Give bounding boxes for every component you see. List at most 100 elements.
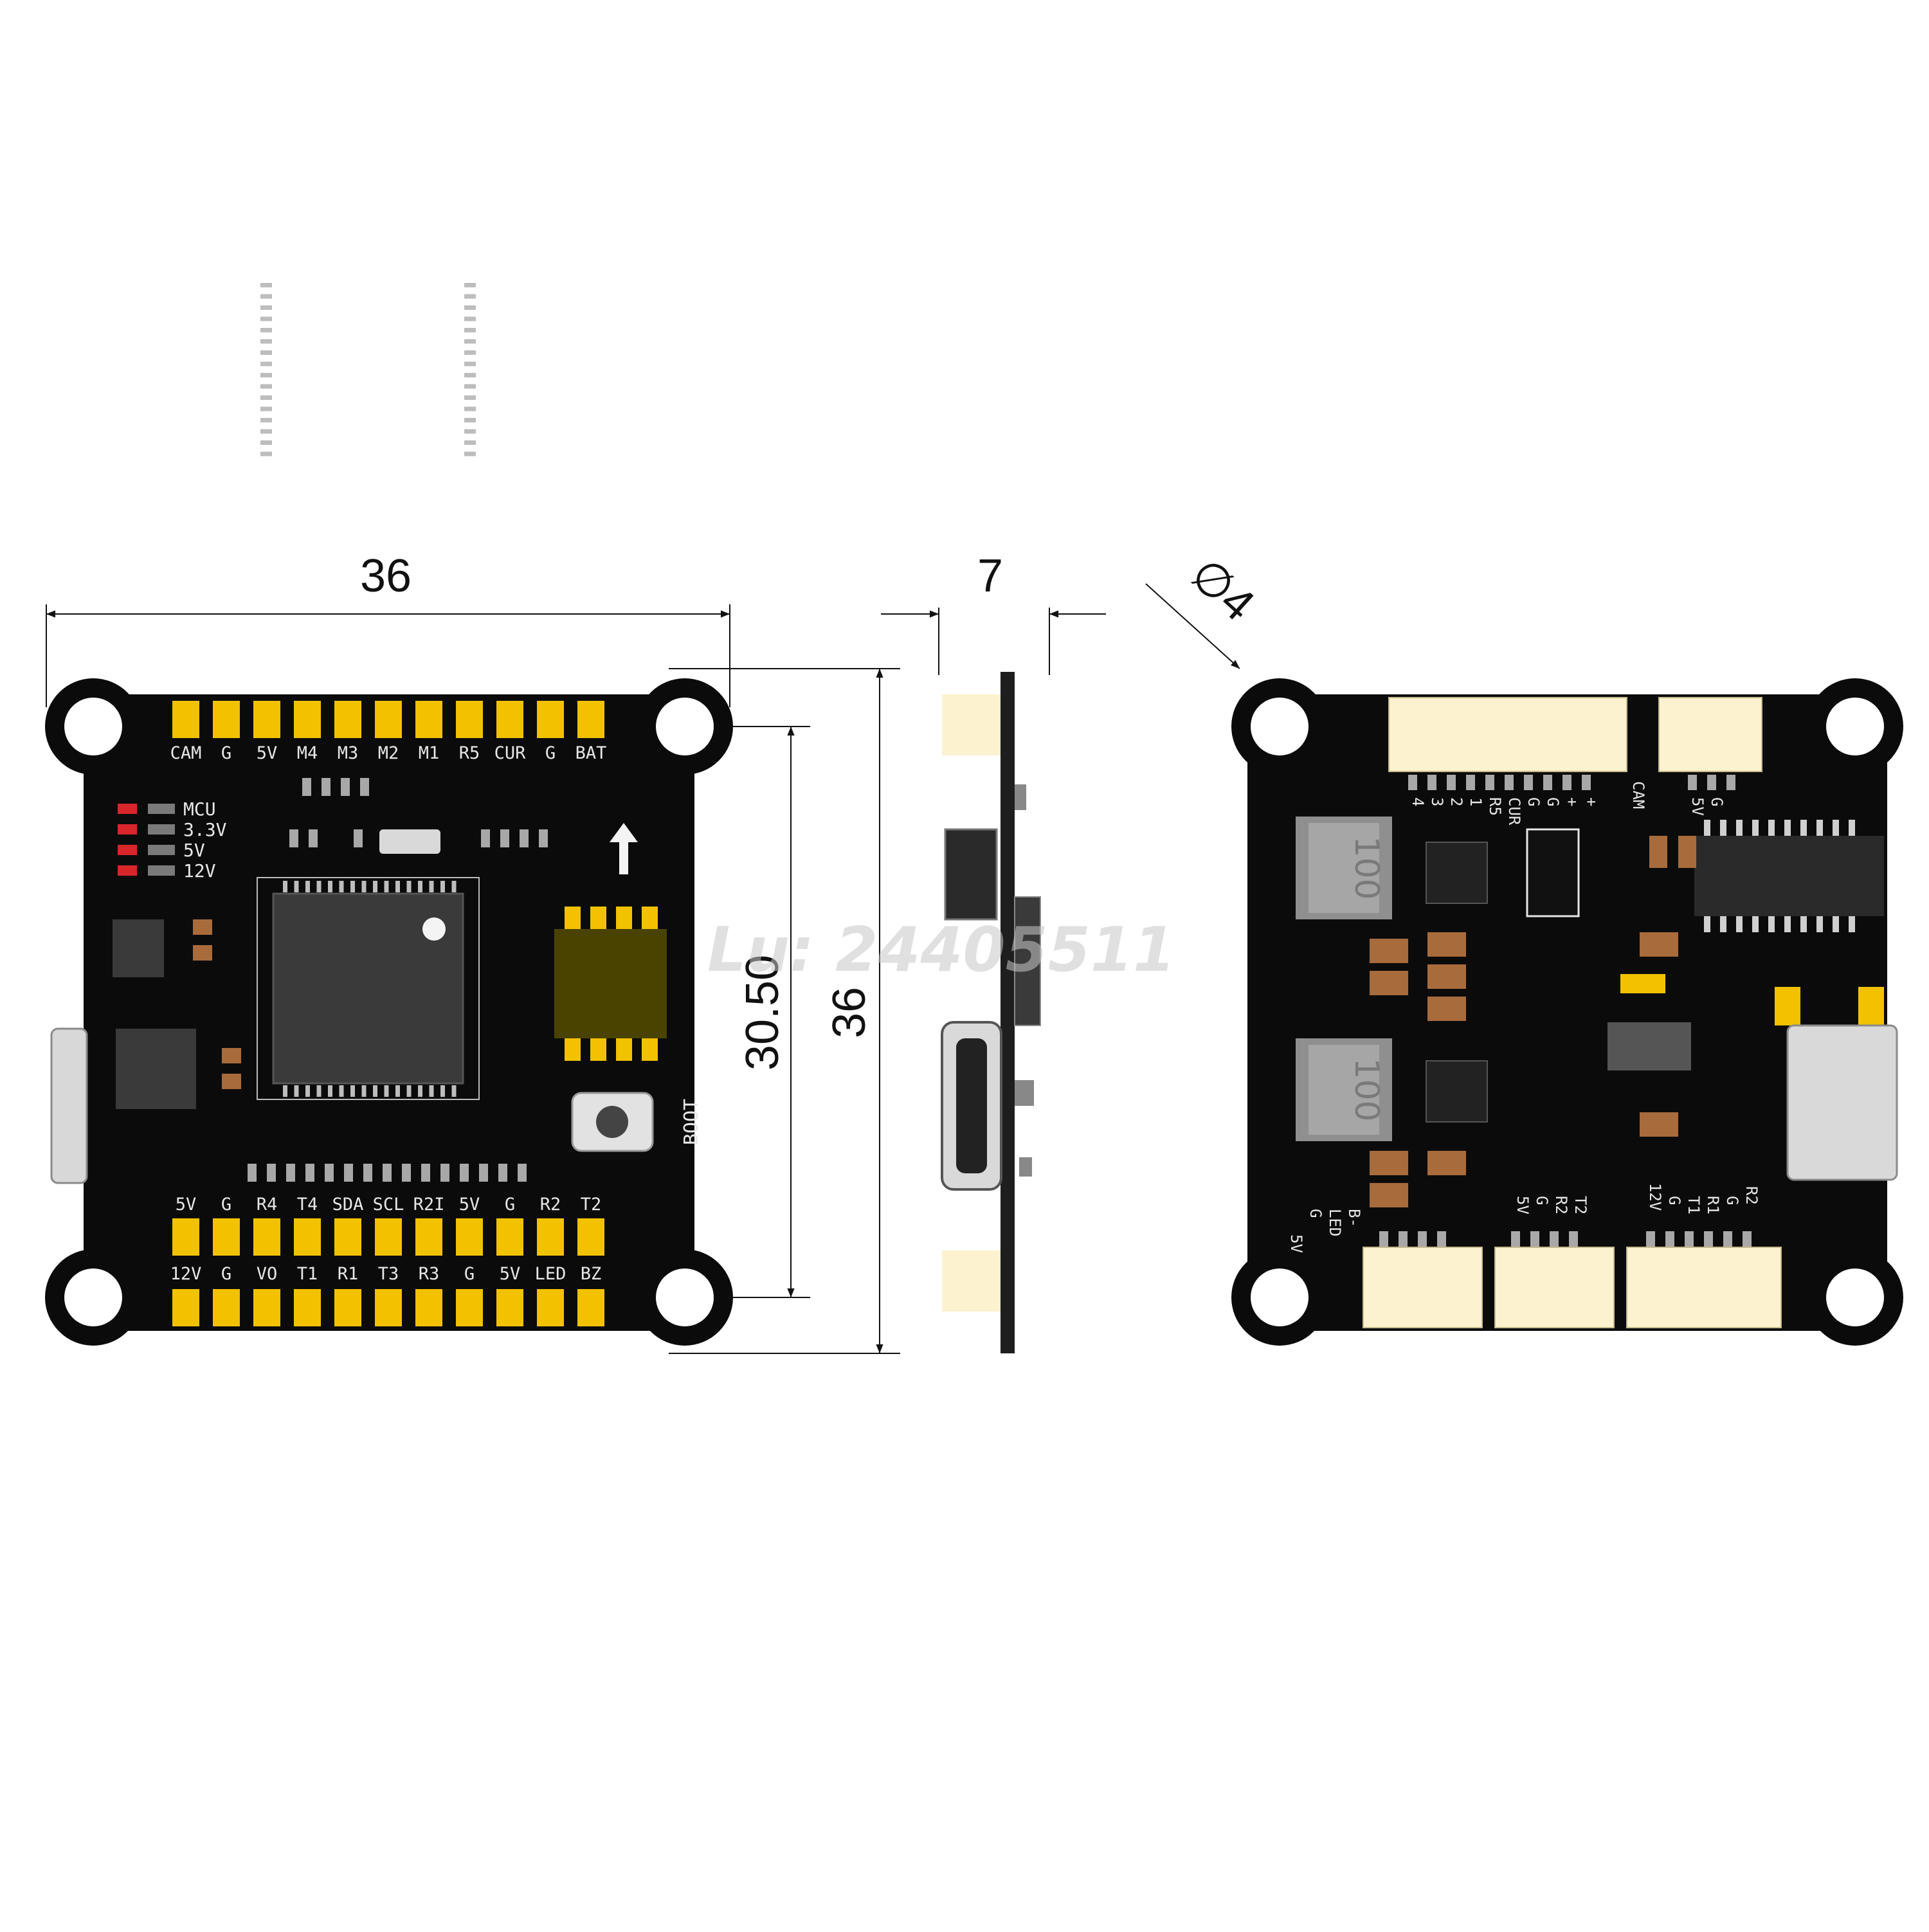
pad-label-5v: 5V [257, 743, 278, 763]
boot-label: BOOT [680, 1099, 703, 1145]
dimension-height: 36 [669, 668, 900, 1354]
led-label-3v3: 3.3V [183, 819, 227, 840]
ldo-chip [1608, 1022, 1691, 1070]
flash-chip [554, 907, 667, 1061]
gyro-chip [113, 919, 164, 977]
bottom-connector-right [1626, 1247, 1782, 1328]
svg-text:G: G [1525, 797, 1543, 806]
front-small-components [193, 778, 548, 1089]
svg-text:G: G [1307, 1209, 1325, 1218]
watermark: Lu: 24405511 [707, 915, 1175, 986]
svg-text:12V: 12V [170, 1264, 202, 1284]
top-connector-right-labels: CAM 5V G [1629, 781, 1726, 816]
svg-text:R1: R1 [338, 1264, 359, 1284]
svg-text:T3: T3 [378, 1264, 399, 1284]
mcu-pins [260, 283, 476, 1097]
svg-text:5V: 5V [176, 1195, 197, 1214]
bottom-connector-mid [1494, 1247, 1615, 1328]
side-chip [944, 828, 998, 921]
inductor-1-label: 100 [1347, 836, 1386, 899]
svg-text:CAM: CAM [1629, 781, 1647, 809]
svg-text:R2I: R2I [413, 1195, 445, 1214]
pad-label-r5: R5 [459, 743, 480, 763]
bottom-connector-left [1363, 1247, 1483, 1328]
svg-text:B-: B- [1345, 1209, 1363, 1227]
svg-text:SCL: SCL [373, 1195, 404, 1214]
top-pad-labels: CAM G 5V M4 M3 M2 M1 R5 CUR G BAT [170, 743, 607, 763]
pad-label-g: G [221, 743, 231, 763]
back-view-board: 4 3 2 1 R5 CUR G G + + CAM 5V G 100 100 [1231, 678, 1903, 1346]
side-connector-bottom [942, 1250, 1003, 1312]
inductor-1: 100 [1296, 817, 1392, 919]
svg-text:T2: T2 [1571, 1196, 1589, 1214]
svg-text:5V: 5V [1287, 1234, 1305, 1253]
svg-text:+: + [1563, 797, 1581, 806]
svg-text:R2: R2 [1743, 1186, 1761, 1205]
boot-button: BOOT [571, 1092, 703, 1152]
svg-text:SDA: SDA [332, 1195, 364, 1214]
led-label-5v: 5V [183, 840, 205, 861]
svg-text:R5: R5 [1486, 797, 1504, 816]
osd-chip [1694, 836, 1884, 916]
back-capacitors [1370, 836, 1884, 1207]
bottom-pad-row-1 [172, 1218, 604, 1256]
svg-text:LED: LED [1326, 1209, 1344, 1236]
svg-text:R3: R3 [419, 1264, 440, 1284]
svg-text:T1: T1 [297, 1264, 318, 1284]
pad-label-m3: M3 [338, 743, 359, 763]
svg-text:5V: 5V [1514, 1196, 1532, 1214]
svg-text:R2: R2 [540, 1195, 561, 1214]
svg-text:VO: VO [257, 1264, 278, 1284]
pad-label-m2: M2 [378, 743, 399, 763]
svg-text:5V: 5V [1689, 797, 1707, 816]
svg-text:R1: R1 [1704, 1196, 1722, 1214]
status-leds [118, 804, 175, 876]
pad-label-bat: BAT [575, 743, 607, 763]
svg-text:R2: R2 [1552, 1196, 1570, 1214]
svg-text:T1: T1 [1685, 1196, 1703, 1214]
back-mount-hole-br [1826, 1268, 1884, 1326]
led-labels: MCU 3.3V 5V 12V [183, 799, 227, 881]
top-connector-left [1388, 697, 1627, 772]
back-mount-hole-bl [1251, 1268, 1309, 1326]
pad-label-cam: CAM [170, 743, 202, 763]
back-mount-hole-tl [1251, 698, 1309, 755]
svg-text:G: G [221, 1264, 231, 1284]
svg-text:1: 1 [1467, 797, 1485, 806]
pad-label-g2: G [545, 743, 556, 763]
svg-text:G: G [221, 1195, 231, 1214]
top-connector-left-labels: 4 3 2 1 R5 CUR G G + + [1409, 797, 1600, 826]
regulator-chip-2 [1426, 1060, 1488, 1123]
dimension-thickness: 7 [881, 550, 1106, 675]
svg-text:12V: 12V [1646, 1183, 1664, 1211]
bottom-pad-labels-2: 12V G VO T1 R1 T3 R3 G 5V LED BZ [170, 1264, 602, 1284]
svg-text:LED: LED [535, 1264, 566, 1284]
regulator-chip-1 [1426, 842, 1488, 904]
svg-text:G: G [1533, 1196, 1551, 1205]
bottom-resistor-row [248, 1164, 527, 1182]
svg-text:3: 3 [1428, 797, 1446, 806]
svg-text:5V: 5V [500, 1264, 521, 1284]
pad-label-m4: M4 [297, 743, 318, 763]
svg-text:G: G [1708, 797, 1726, 806]
height-label: 36 [824, 987, 875, 1038]
usb-c-port-back [1786, 1024, 1898, 1181]
baro-chip [116, 1029, 196, 1109]
side-connector-top [942, 694, 1003, 755]
svg-text:T2: T2 [581, 1195, 602, 1214]
usb-c-port-front [50, 1027, 88, 1184]
dimension-hole-diameter: ∅4 [1145, 548, 1264, 669]
diode [1526, 828, 1580, 917]
top-connector-right [1658, 697, 1762, 772]
hole-spacing-label: 30.50 [737, 955, 788, 1070]
svg-text:+: + [1582, 797, 1600, 806]
pad-label-cur: CUR [494, 743, 527, 763]
crystal [379, 829, 440, 854]
svg-text:CUR: CUR [1505, 797, 1523, 826]
top-pad-row [172, 701, 604, 738]
svg-text:BZ: BZ [581, 1264, 602, 1284]
back-mount-hole-tr [1826, 698, 1884, 755]
dimension-width: 36 [46, 550, 730, 707]
bottom-connector-mid-labels: 5V G R2 T2 [1514, 1196, 1589, 1214]
inductor-2: 100 [1296, 1038, 1392, 1141]
